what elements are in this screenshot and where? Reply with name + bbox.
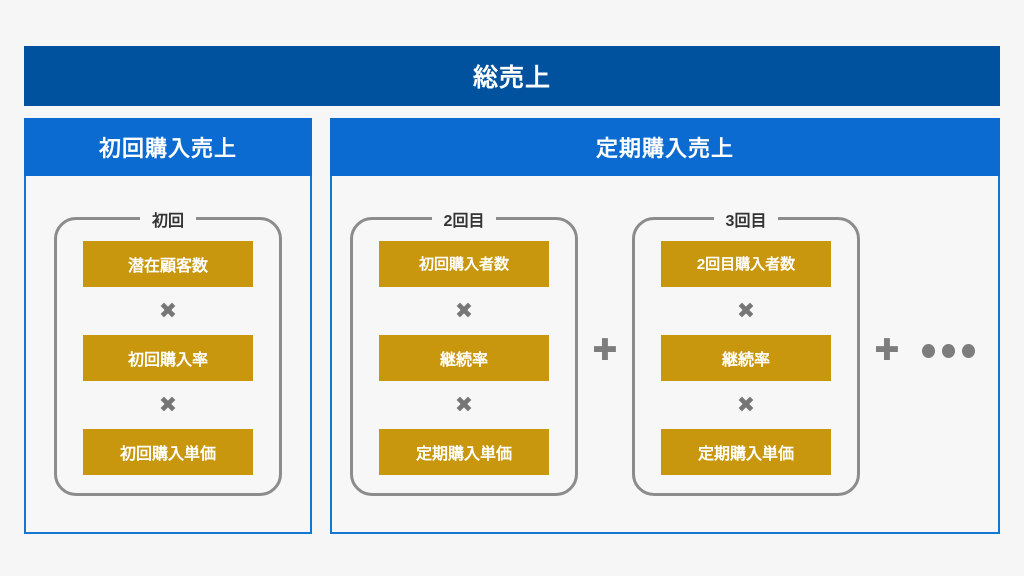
multiply-icon: ✖ [158, 297, 178, 323]
plus-icon: ✚ [592, 334, 618, 367]
total-sales-bar: 総売上 [24, 46, 1000, 106]
group-legend-second-time: 2回目 [443, 212, 485, 230]
metric-box-retention-rate-third: 継続率 [661, 334, 831, 381]
panels-row: 初回購入売上 初回 潜在顧客数 ✖ 初回購入率 ✖ 初回購入単価 定期購入売上 [24, 118, 1000, 534]
metric-box-first-purchase-rate: 初回購入率 [83, 334, 253, 381]
multiply-icon: ✖ [454, 297, 474, 323]
metric-box-first-purchase-unit-price: 初回購入単価 [83, 428, 253, 475]
continuation-group: ✚ [860, 336, 979, 366]
multiply-icon: ✖ [454, 391, 474, 417]
panel-body-first-purchase: 初回 潜在顧客数 ✖ 初回購入率 ✖ 初回購入単価 [24, 176, 312, 534]
metric-box-subscription-unit-price-second: 定期購入単価 [379, 428, 549, 475]
ellipsis-icon [922, 344, 975, 358]
metric-box-first-purchasers-count: 初回購入者数 [379, 240, 549, 287]
panel-first-purchase: 初回購入売上 初回 潜在顧客数 ✖ 初回購入率 ✖ 初回購入単価 [24, 118, 312, 534]
panel-title-subscription-purchase: 定期購入売上 [595, 136, 734, 161]
total-sales-label: 総売上 [472, 64, 551, 92]
panel-header-first-purchase: 初回購入売上 [24, 118, 312, 176]
panel-body-subscription-purchase: 2回目 初回購入者数 ✖ 継続率 ✖ 定期購入単価 ✚ 3回目 2回目購入者数 … [330, 176, 1000, 534]
metric-box-second-purchasers-count: 2回目購入者数 [661, 240, 831, 287]
group-first-time: 初回 潜在顧客数 ✖ 初回購入率 ✖ 初回購入単価 [54, 206, 282, 496]
multiply-icon: ✖ [158, 391, 178, 417]
group-third-time: 3回目 2回目購入者数 ✖ 継続率 ✖ 定期購入単価 [632, 206, 860, 496]
group-legend-first-time: 初回 [151, 212, 184, 230]
metric-box-potential-customers: 潜在顧客数 [83, 240, 253, 287]
panel-subscription-purchase: 定期購入売上 2回目 初回購入者数 ✖ 継続率 ✖ 定期購入単価 ✚ 3回目 [330, 118, 1000, 534]
ellipsis-dot [942, 344, 955, 358]
multiply-icon: ✖ [736, 391, 756, 417]
multiply-icon: ✖ [736, 297, 756, 323]
ellipsis-dot [922, 344, 935, 358]
group-legend-third-time: 3回目 [725, 212, 767, 230]
metric-box-retention-rate-second: 継続率 [379, 334, 549, 381]
panel-title-first-purchase: 初回購入売上 [98, 136, 237, 161]
ellipsis-dot [962, 344, 975, 358]
group-second-time: 2回目 初回購入者数 ✖ 継続率 ✖ 定期購入単価 [350, 206, 578, 496]
panel-header-subscription-purchase: 定期購入売上 [330, 118, 1000, 176]
metric-box-subscription-unit-price-third: 定期購入単価 [661, 428, 831, 475]
plus-icon: ✚ [874, 334, 900, 367]
